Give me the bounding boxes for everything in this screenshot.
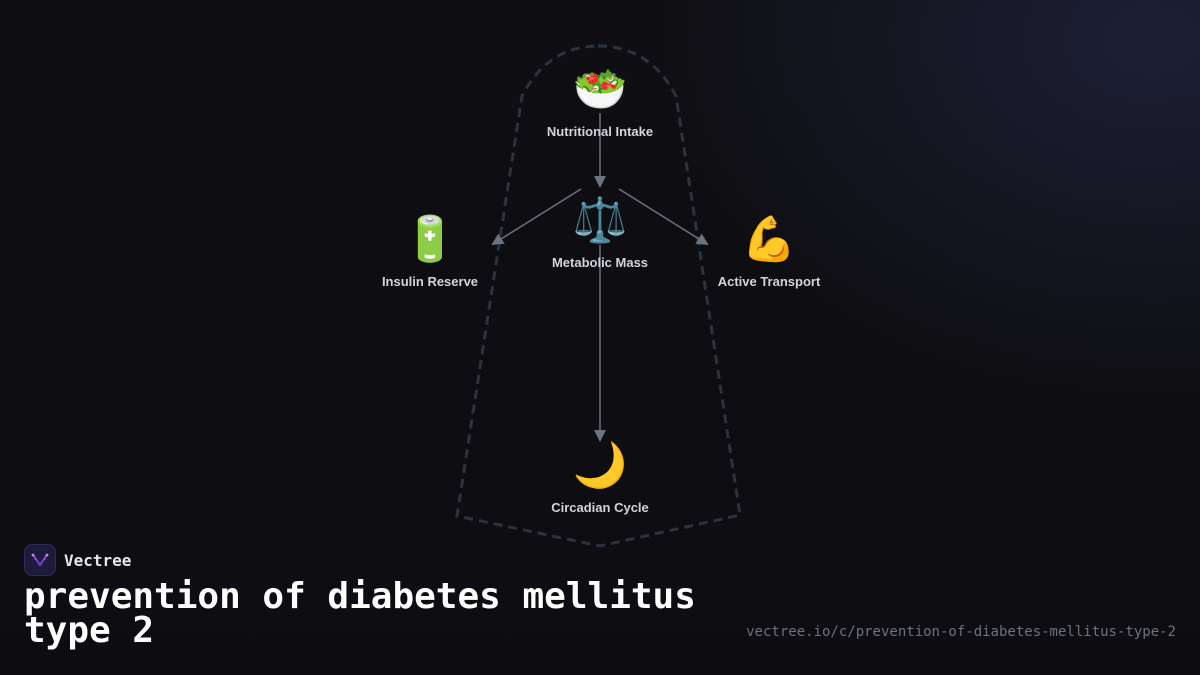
node-label: Insulin Reserve xyxy=(381,274,479,289)
flexed-biceps-icon: 💪 xyxy=(741,214,797,265)
node-nutritional-intake[interactable]: 🥗 Nutritional Intake xyxy=(500,64,700,139)
brand[interactable]: Vectree xyxy=(24,544,131,576)
node-metabolic-mass[interactable]: ⚖️ Metabolic Mass xyxy=(500,195,700,270)
node-label: Metabolic Mass xyxy=(551,255,649,270)
node-label: Nutritional Intake xyxy=(546,124,654,139)
brand-name: Vectree xyxy=(64,550,132,570)
node-insulin-reserve[interactable]: 🔋 Insulin Reserve xyxy=(330,214,530,289)
battery-icon: 🔋 xyxy=(402,214,458,265)
crescent-moon-icon: 🌙 xyxy=(572,440,628,491)
edge-metabolic-mass-to-insulin-reserve xyxy=(491,188,582,246)
boundary-outline xyxy=(455,44,742,548)
node-label: Active Transport xyxy=(717,274,821,289)
page-title: prevention of diabetes mellitus type 2 xyxy=(24,576,696,651)
salad-icon: 🥗 xyxy=(572,64,628,115)
scales-icon: ⚖️ xyxy=(572,195,628,246)
vectree-logo-icon xyxy=(24,544,56,576)
node-label: Circadian Cycle xyxy=(551,500,649,515)
edge-metabolic-mass-to-active-transport xyxy=(618,188,709,246)
page-url[interactable]: vectree.io/c/prevention-of-diabetes-mell… xyxy=(746,624,1176,640)
node-active-transport[interactable]: 💪 Active Transport xyxy=(669,214,869,289)
node-circadian-cycle[interactable]: 🌙 Circadian Cycle xyxy=(500,440,700,515)
